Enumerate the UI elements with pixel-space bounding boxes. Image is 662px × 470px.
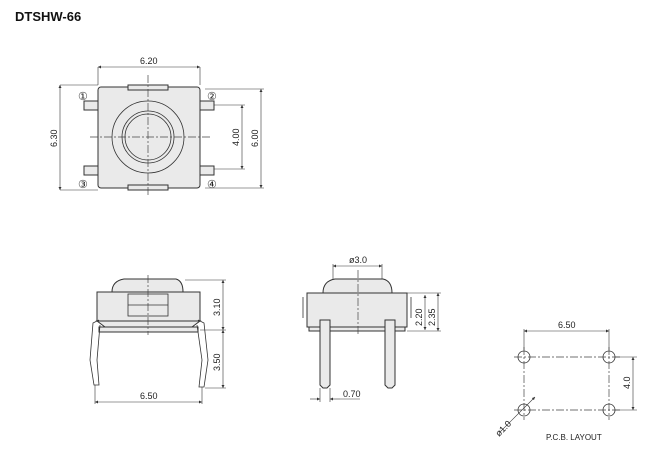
dim-height-b: 2.35 bbox=[427, 308, 437, 326]
pcb-layout: 6.50 4.0 ø1.0 P.C.B. LAYOUT bbox=[493, 320, 637, 442]
part-number-title: DTSHW-66 bbox=[15, 9, 82, 24]
dim-lead-width: 0.70 bbox=[343, 389, 361, 399]
dim-height: 6.30 bbox=[49, 129, 59, 147]
pin-1-label: ① bbox=[78, 91, 88, 103]
dim-body-height: 3.10 bbox=[212, 298, 222, 316]
pcb-dim-x: 6.50 bbox=[558, 320, 576, 330]
dim-button-diameter: ø3.0 bbox=[349, 255, 367, 265]
pin-3-label: ③ bbox=[78, 179, 88, 191]
front-view: ø3.0 2.20 2.35 0.70 bbox=[302, 255, 441, 402]
dim-height-a: 2.20 bbox=[414, 308, 424, 326]
dim-width: 6.20 bbox=[140, 56, 158, 66]
pcb-layout-label: P.C.B. LAYOUT bbox=[546, 433, 602, 442]
pin-2-label: ② bbox=[207, 91, 217, 103]
dim-pin-pitch: 4.00 bbox=[231, 128, 241, 146]
dim-pin-span: 6.00 bbox=[250, 129, 260, 147]
top-view: 6.20 6.30 4.00 6.00 ① ② ③ ④ bbox=[49, 56, 264, 197]
dim-lead-length: 3.50 bbox=[212, 353, 222, 371]
side-view: 3.10 3.50 6.50 bbox=[89, 275, 226, 404]
dim-lead-span: 6.50 bbox=[140, 391, 158, 401]
pin-4-label: ④ bbox=[207, 179, 217, 191]
pcb-dim-y: 4.0 bbox=[622, 376, 632, 389]
